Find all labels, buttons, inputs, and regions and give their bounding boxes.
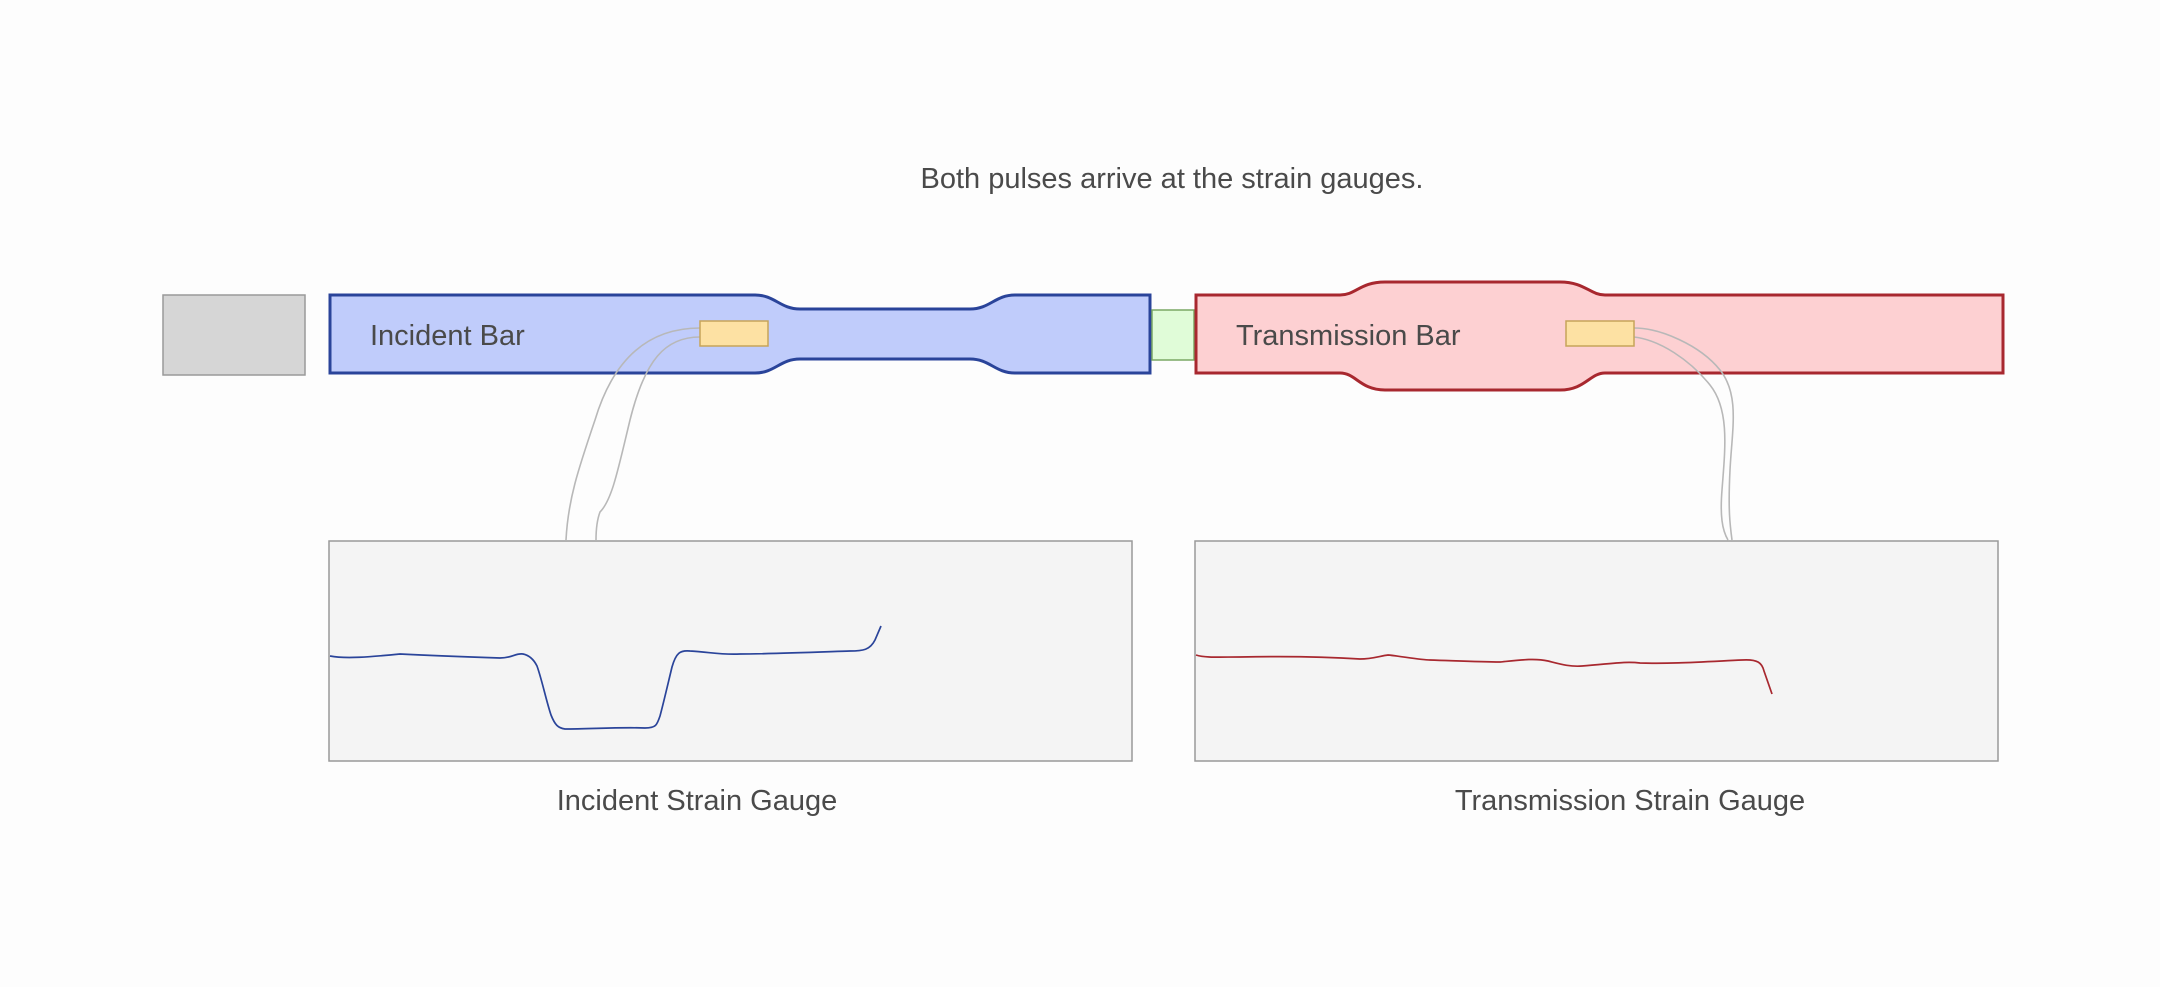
transmission-signal-trace <box>1195 654 1773 695</box>
transmission-bar-label: Transmission Bar <box>1236 320 1461 352</box>
incident-signal-trace <box>329 625 882 730</box>
transmission-strain-gauge-patch <box>1565 320 1635 347</box>
incident-gauge-wires <box>565 327 701 541</box>
transmission-gauge-panel <box>1194 540 1999 762</box>
incident-gauge-panel <box>328 540 1133 762</box>
incident-strain-gauge-patch <box>699 320 769 347</box>
transmission-gauge-wires <box>1633 327 1735 541</box>
caption: Both pulses arrive at the strain gauges. <box>921 163 1424 195</box>
striker-bar <box>162 294 306 376</box>
specimen <box>1151 309 1195 361</box>
transmission-gauge-label: Transmission Strain Gauge <box>1455 785 1805 817</box>
incident-bar-label: Incident Bar <box>370 320 525 352</box>
incident-gauge-label: Incident Strain Gauge <box>557 785 838 817</box>
